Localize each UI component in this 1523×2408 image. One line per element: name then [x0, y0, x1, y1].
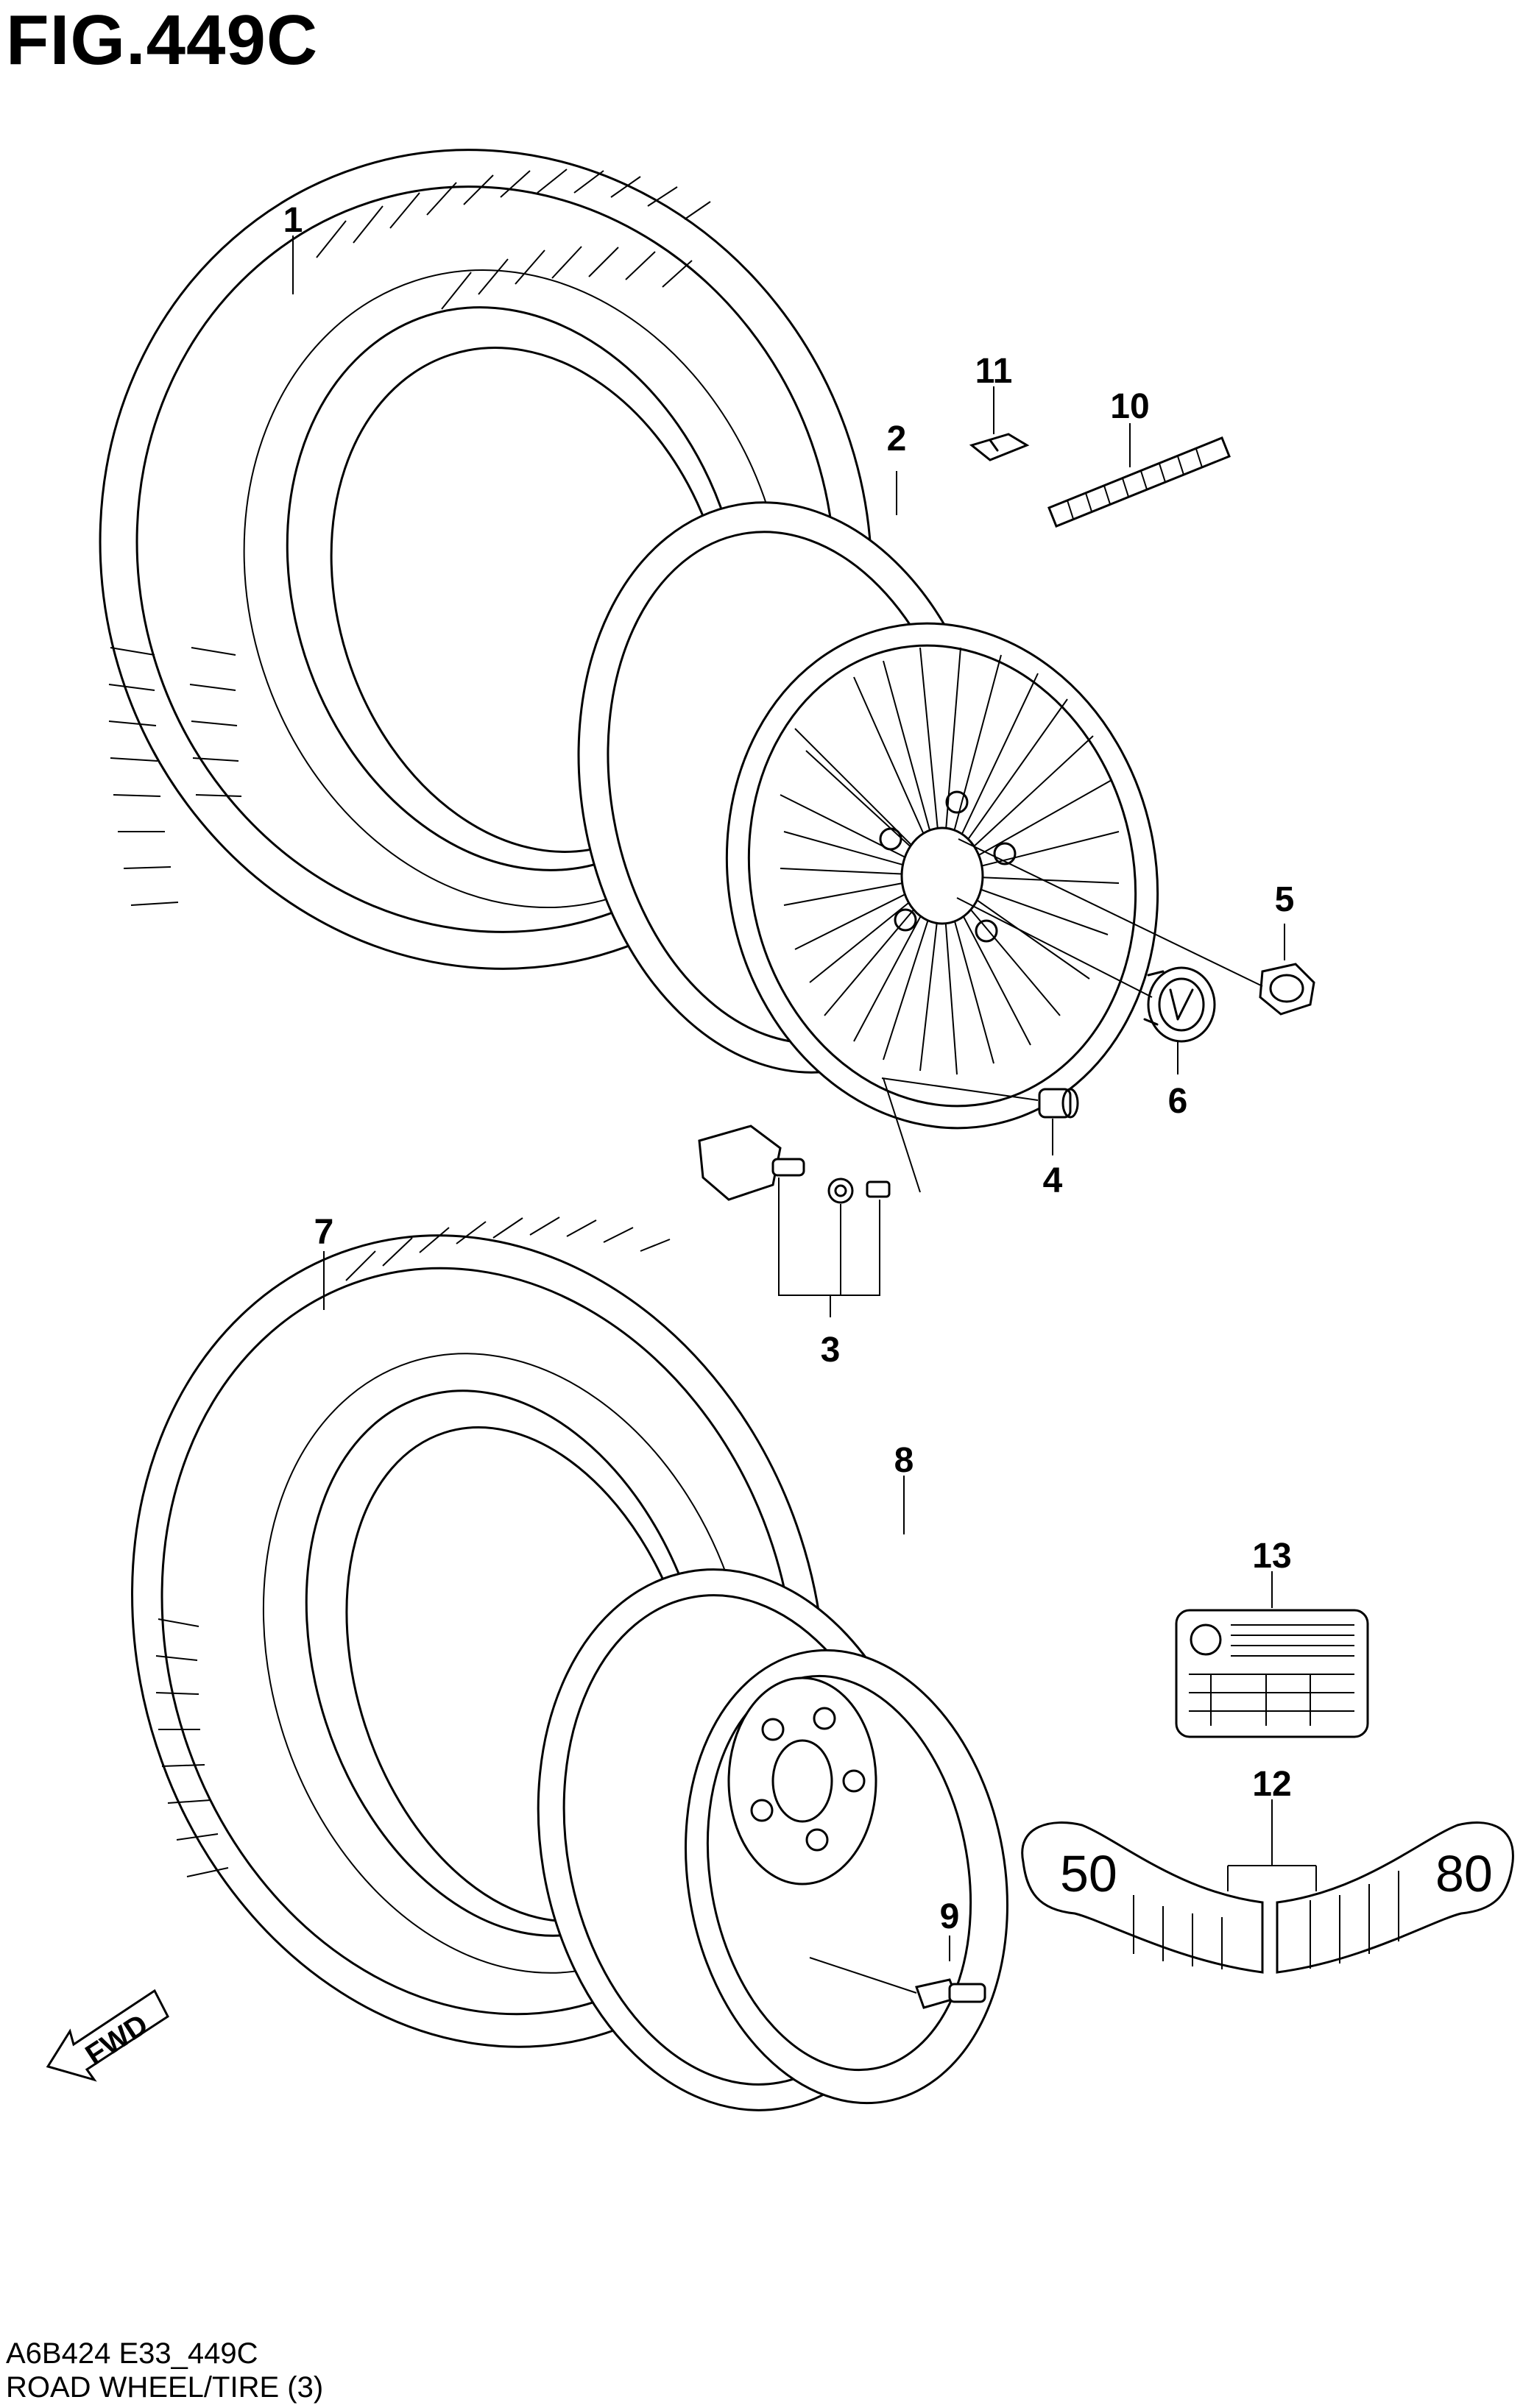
fwd-arrow: FWD [46, 1989, 169, 2082]
tread-pattern-left [108, 647, 242, 906]
valve-9[interactable] [915, 1978, 986, 2009]
callout-6: 6 [1168, 1082, 1188, 1121]
callout-1: 1 [283, 201, 303, 240]
steel-wheel-8[interactable] [497, 1538, 1042, 2142]
decal-mark-right: 80 [1435, 1845, 1493, 1902]
valve-weight-11[interactable] [969, 433, 1030, 461]
wheel-spokes [780, 647, 1120, 1075]
callout-4: 4 [1043, 1161, 1063, 1200]
tire-info-label-13[interactable] [1175, 1609, 1369, 1738]
decal-mark-left: 50 [1060, 1845, 1117, 1902]
callout-11: 11 [975, 352, 1013, 391]
tread-pattern-top [316, 169, 711, 310]
tire-1[interactable] [0, 49, 978, 1070]
callout-2: 2 [887, 419, 907, 458]
figure-title: FIG.449C [6, 1, 319, 79]
callout-9: 9 [940, 1897, 960, 1936]
callout-3: 3 [821, 1331, 841, 1370]
diagram-subtitle: ROAD WHEEL/TIRE (3) [6, 2371, 324, 2404]
callout-13: 13 [1252, 1537, 1291, 1576]
wheel-nut-5[interactable] [1259, 963, 1315, 1016]
callout-8: 8 [894, 1441, 914, 1480]
diagram-code: A6B424 E33_449C [6, 2337, 258, 2370]
valve-cap-4[interactable] [1038, 1088, 1079, 1119]
tpms-sensor-3[interactable] [698, 1125, 891, 1204]
callout-12: 12 [1252, 1765, 1291, 1804]
callout-5: 5 [1275, 880, 1295, 919]
load-decal-12-left[interactable]: 50 [1021, 1821, 1264, 1974]
callout-7: 7 [314, 1213, 334, 1252]
alloy-wheel-2[interactable] [535, 469, 1204, 1168]
tread-pattern-spare [155, 1217, 671, 1877]
callout-10: 10 [1110, 387, 1149, 426]
leader-lines [292, 236, 1317, 1994]
balance-weight-10[interactable] [1047, 436, 1231, 528]
load-decal-12-right[interactable]: 80 [1276, 1821, 1514, 1974]
callouts: 1 2 3 4 5 6 7 8 9 10 11 12 13 [283, 201, 1295, 1936]
center-cap-6[interactable] [1143, 966, 1216, 1043]
